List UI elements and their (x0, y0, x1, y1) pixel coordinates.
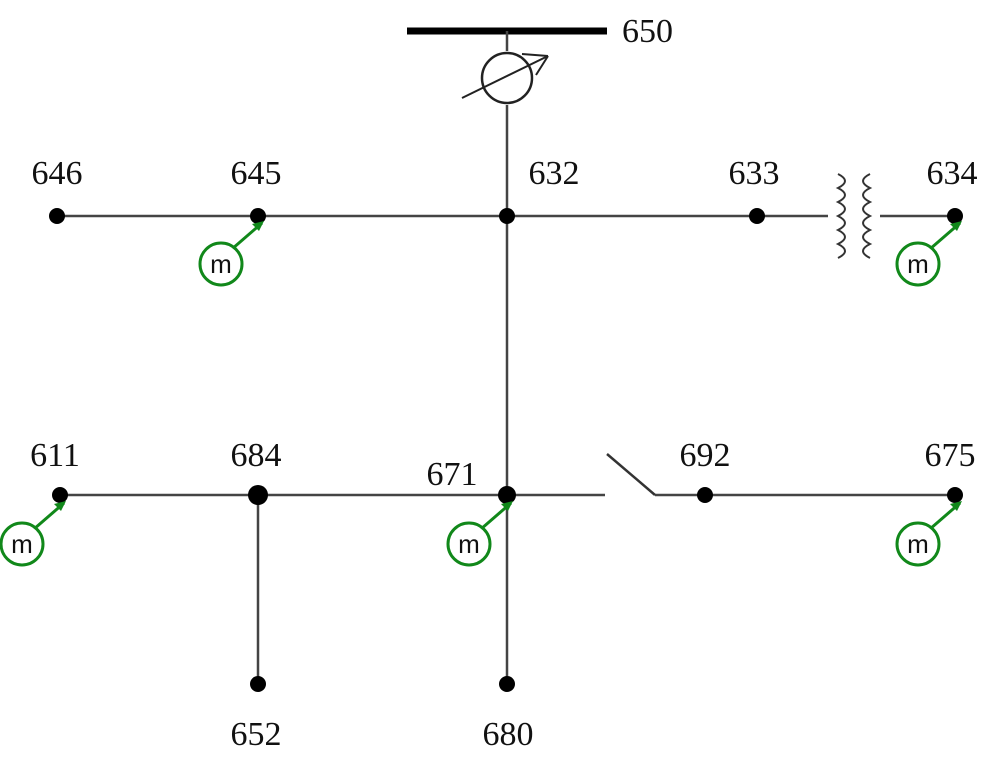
meter-634: m (895, 221, 962, 287)
meter-label: m (210, 249, 232, 279)
node-611 (52, 487, 68, 503)
node-680 (499, 676, 515, 692)
label-675: 675 (925, 437, 976, 474)
node-632 (499, 208, 515, 224)
meter-645: m (198, 221, 264, 287)
node-684 (248, 485, 268, 505)
meter-label: m (907, 249, 929, 279)
label-652: 652 (231, 716, 282, 753)
label-632: 632 (529, 155, 580, 192)
label-684: 684 (231, 437, 282, 474)
node-671 (498, 486, 516, 504)
label-646: 646 (32, 155, 83, 192)
transformer-icon (835, 173, 873, 259)
label-633: 633 (729, 155, 780, 192)
meter-label: m (11, 529, 33, 559)
label-645: 645 (231, 155, 282, 192)
meter-611: m (0, 501, 66, 567)
label-692: 692 (680, 437, 731, 474)
meter-label: m (907, 529, 929, 559)
label-611: 611 (30, 437, 80, 474)
meters: m m m m (0, 221, 962, 567)
node-646 (49, 208, 65, 224)
nodes (49, 208, 963, 692)
feeder-lines (57, 27, 955, 684)
switch-icon (606, 453, 656, 496)
meter-675: m (895, 501, 962, 567)
node-645 (250, 208, 266, 224)
label-634: 634 (927, 155, 978, 192)
meter-671: m (446, 501, 513, 567)
label-680: 680 (483, 716, 534, 753)
node-634 (947, 208, 963, 224)
node-633 (749, 208, 765, 224)
node-675 (947, 487, 963, 503)
node-652 (250, 676, 266, 692)
label-671: 671 (427, 456, 478, 493)
node-692 (697, 487, 713, 503)
regulator-icon (461, 51, 549, 105)
label-650: 650 (622, 13, 673, 50)
node-labels: 650 646 645 632 633 634 611 684 671 692 … (30, 13, 977, 753)
meter-label: m (458, 529, 480, 559)
